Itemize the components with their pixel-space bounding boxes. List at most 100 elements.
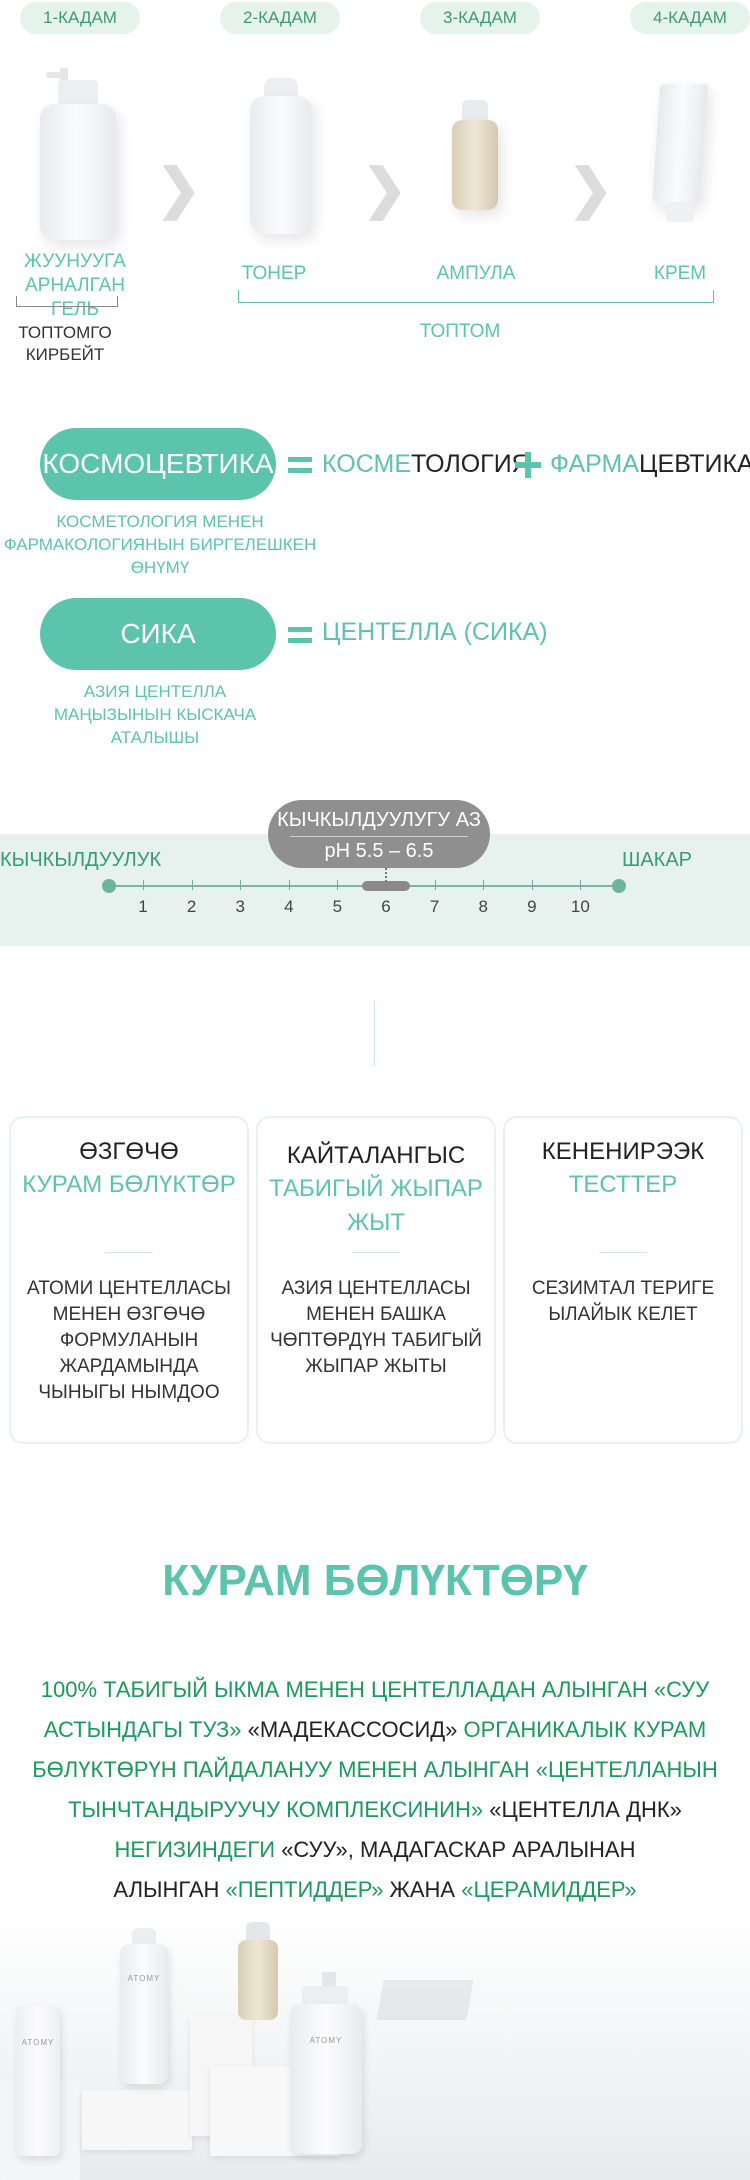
step-1-label-line: АРНАЛГАН ГЕЛЬ — [24, 275, 126, 320]
card-subtitle: ТЕСТТЕР — [568, 1171, 678, 1198]
ph-range-marker — [361, 881, 411, 891]
card-description: АЗИЯ ЦЕНТЕЛЛАСЫ МЕНЕН БАШКА ЧӨПТӨРДҮН ТА… — [268, 1276, 484, 1380]
ingredient-name: «ЦЕРАМИДДЕР» — [461, 1877, 637, 1902]
ph-tick-label: 3 — [235, 897, 245, 916]
step-4-pill: 4-КАДАМ — [630, 2, 750, 34]
ph-tick-label: 6 — [381, 897, 391, 916]
step-2-pill: 2-КАДАМ — [220, 2, 340, 34]
card-description: СЕЗИМТАЛ ТЕРИГЕ ЫЛАЙЫК КЕЛЕТ — [515, 1276, 731, 1328]
card-desc-line: АТОМИ ЦЕНТЕЛЛАСЫ — [27, 1278, 231, 1299]
ingredient-name: «СУУ», МАДАГАСКАР АРАЛЫНАН — [281, 1837, 636, 1862]
ph-tick-label: 7 — [429, 897, 440, 916]
ingredients-heading: КУРАМ БӨЛҮКТӨРҮ — [162, 1556, 588, 1605]
ingredient-text: ТЫНЧТАНДЫРУУЧУ КОМПЛЕКСИНИН» — [68, 1797, 490, 1822]
pharmaceutics-prefix: ФАРМА — [550, 450, 640, 478]
card-desc-line: ФОРМУЛАНЫН — [59, 1330, 199, 1351]
step-1-bracket — [16, 296, 118, 307]
ingredients-line: 100% ТАБИГЫЙ ЫКМА МЕНЕН ЦЕНТЕЛЛАДАН АЛЫН… — [40, 1677, 710, 1702]
ph-tick — [143, 880, 144, 890]
cleansing-gel-bottle-image — [40, 68, 116, 240]
ingredient-name: «ЦЕНТЕЛЛА ДНК» — [489, 1797, 682, 1822]
step-1-label-line: ЖУУНУУГА — [24, 251, 126, 272]
ph-axis-start-dot — [102, 879, 116, 893]
ingredient-text: НЕГИЗИНДЕГИ — [114, 1837, 282, 1862]
cosmeceutical-formula: КОСМЕТОЛОГИЯ — [322, 448, 530, 480]
ingredient-name: «МАДЕКАССОСИД» — [247, 1717, 458, 1742]
ingredient-text: ЖАНА — [383, 1877, 462, 1902]
card-title: КАЙТАЛАНГЫС — [286, 1142, 466, 1169]
ph-alkali-label: ШАКАР — [622, 849, 692, 871]
description-line: КОСМЕТОЛОГИЯ МЕНЕН — [56, 512, 264, 531]
ph-tick-label: 9 — [527, 897, 537, 916]
chevron-right-icon: ❯ — [156, 159, 202, 219]
ph-badge-title: КЫЧКЫЛДУУЛУГУ АЗ — [277, 809, 481, 831]
product-brand-text: ATOMY — [127, 1974, 161, 1983]
ph-tick-label: 4 — [284, 897, 294, 916]
step-1-pill: 1-КАДАМ — [20, 2, 140, 34]
ph-range-connector — [385, 868, 387, 882]
step-1-note-line: ТОПТОМГО — [18, 323, 112, 342]
feature-card: КАЙТАЛАНГЫС ТАБИГЫЙ ЖЫПАР ЖЫТ АЗИЯ ЦЕНТЕ… — [256, 1116, 496, 1444]
description-line: ӨНҮМҮ — [130, 558, 190, 577]
ingredients-line: БӨЛҮКТӨРҮН ПАЙДАЛАНУУ МЕНЕН АЛЫНГАН «ЦЕН… — [32, 1757, 718, 1782]
pharmaceutics-suffix: ЦЕВТИКА — [639, 450, 750, 478]
ingredients-line: НЕГИЗИНДЕГИ «СУУ», МАДАГАСКАР АРАЛЫНАН — [0, 1830, 750, 1870]
cica-description: АЗИЯ ЦЕНТЕЛЛА МАҢЫЗЫНЫН КЫСКАЧА АТАЛЫШЫ — [0, 680, 310, 749]
ingredients-line: ТЫНЧТАНДЫРУУЧУ КОМПЛЕКСИНИН» «ЦЕНТЕЛЛА Д… — [0, 1790, 750, 1830]
ingredient-text: АСТЫНДАГЫ ТУЗ» — [43, 1717, 248, 1742]
card-title: ӨЗГӨЧӨ — [79, 1138, 179, 1165]
cream-tube-image — [651, 84, 709, 224]
card-desc-line: СЕЗИМТАЛ ТЕРИГЕ — [531, 1278, 715, 1299]
description-line: АТАЛЫШЫ — [110, 728, 200, 747]
description-line: МАҢЫЗЫНЫН КЫСКАЧА — [53, 705, 257, 724]
description-line: ФАРМАКОЛОГИЯНЫН БИРГЕЛЕШКЕН — [3, 535, 317, 554]
ph-badge: КЫЧКЫЛДУУЛУГУ АЗ pH 5.5 – 6.5 — [268, 800, 490, 868]
equals-icon — [288, 454, 312, 476]
ingredients-line: АСТЫНДАГЫ ТУЗ» «МАДЕКАССОСИД» ОРГАНИКАЛЫ… — [0, 1710, 750, 1750]
ph-tick — [531, 880, 533, 890]
card-divider — [105, 1252, 153, 1253]
card-desc-line: ЖЫПАР ЖЫТЫ — [305, 1356, 447, 1377]
card-subtitle: ЖЫТ — [346, 1209, 406, 1236]
ph-tick — [483, 880, 485, 890]
ampoule-bottle-image — [452, 100, 498, 210]
step-1-label: ЖУУНУУГА АРНАЛГАН ГЕЛЬ — [0, 250, 150, 322]
card-desc-line: МЕНЕН БАШКА — [306, 1304, 446, 1325]
step-2-label: ТОНЕР — [241, 263, 307, 284]
ph-axis-end-dot — [612, 879, 626, 893]
card-divider — [599, 1252, 647, 1253]
ph-badge-range: pH 5.5 – 6.5 — [324, 840, 434, 862]
step-1-note-line: КИРБЕЙТ — [25, 345, 105, 364]
set-label: ТОПТОМ — [419, 321, 501, 342]
step-4-label: КРЕМ — [653, 263, 707, 284]
card-desc-line: ЧӨПТӨРДҮН ТАБИГЫЙ — [270, 1330, 482, 1351]
card-subtitle: ТАБИГЫЙ ЖЫПАР — [269, 1175, 483, 1202]
ph-tick — [240, 880, 242, 890]
feature-card: КЕНЕНИРЭЭК ТЕСТТЕР СЕЗИМТАЛ ТЕРИГЕ ЫЛАЙЫ… — [503, 1116, 743, 1444]
ph-tick — [337, 880, 339, 890]
section-divider — [374, 1000, 375, 1066]
card-title: КЕНЕНИРЭЭК — [541, 1138, 705, 1165]
cosmetology-prefix: КОСМЕ — [322, 450, 412, 478]
set-bracket — [238, 290, 714, 303]
step-3-pill: 3-КАДАМ — [420, 2, 540, 34]
ph-tick — [288, 880, 290, 890]
equals-icon — [288, 624, 312, 646]
card-desc-line: ЖАРДАМЫНДА — [59, 1356, 199, 1377]
ph-tick-label: 1 — [138, 897, 148, 916]
plus-icon — [515, 452, 541, 478]
card-divider — [352, 1252, 400, 1253]
cica-pill: СИКА — [40, 598, 276, 670]
ph-tick-label: 2 — [186, 897, 197, 916]
ph-tick — [434, 880, 436, 890]
cica-value: ЦЕНТЕЛЛА (СИКА) — [322, 618, 548, 646]
cosmeceutical-pill: КОСМОЦЕВТИКА — [40, 428, 276, 500]
cosmeceutical-description: КОСМЕТОЛОГИЯ МЕНЕН ФАРМАКОЛОГИЯНЫН БИРГЕ… — [0, 510, 320, 579]
product-group-image: ATOMY ATOMY ATOMY — [0, 1910, 750, 2180]
card-desc-line: ЫЛАЙЫК КЕЛЕТ — [548, 1304, 698, 1325]
ph-tick-label: 8 — [478, 897, 488, 916]
pharmaceutics-formula: ФАРМАЦЕВТИКА — [550, 448, 750, 480]
card-desc-line: АЗИЯ ЦЕНТЕЛЛАСЫ — [281, 1278, 471, 1299]
step-1-note: ТОПТОМГО КИРБЕЙТ — [0, 322, 130, 366]
step-3-label: АМПУЛА — [436, 263, 516, 284]
